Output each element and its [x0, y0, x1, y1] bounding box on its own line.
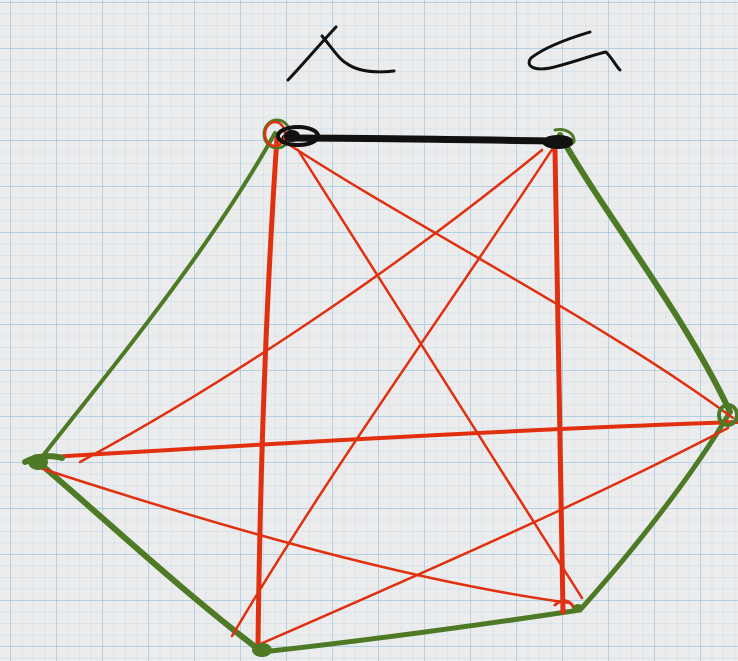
node-top-right	[542, 128, 576, 149]
chord-topleft-bottomright	[296, 148, 584, 600]
node-top-left	[262, 118, 320, 150]
node-bottom-left	[252, 643, 272, 657]
graph-nodes	[22, 118, 738, 657]
edge-bottomright-bottomleft	[259, 607, 583, 655]
green-cycle-edges	[35, 131, 733, 655]
edge-left-topleft	[36, 131, 277, 464]
chord-topleft-bottomleft	[255, 135, 280, 648]
node-left	[22, 453, 65, 470]
chord-left-bottomright	[38, 466, 572, 605]
chord-topleft-right	[283, 140, 735, 420]
edge-right-bottomright	[577, 409, 733, 613]
alpha-symbol	[527, 30, 622, 72]
chord-left-right	[33, 420, 738, 460]
node-bottom-right	[553, 599, 583, 612]
edge-topleft-topright	[281, 134, 564, 145]
chord-topright-bottomright	[552, 147, 566, 615]
node-right	[717, 403, 738, 427]
chord-bottomleft-right	[256, 426, 730, 647]
red-chord-edges	[33, 135, 738, 648]
edge-topright-right	[557, 132, 733, 415]
x-like-symbol	[286, 25, 396, 82]
chord-topright-left	[78, 148, 544, 464]
edge-bottomleft-left	[35, 459, 265, 655]
symbol-labels	[286, 25, 622, 82]
chord-topright-bottomleft	[230, 146, 555, 638]
